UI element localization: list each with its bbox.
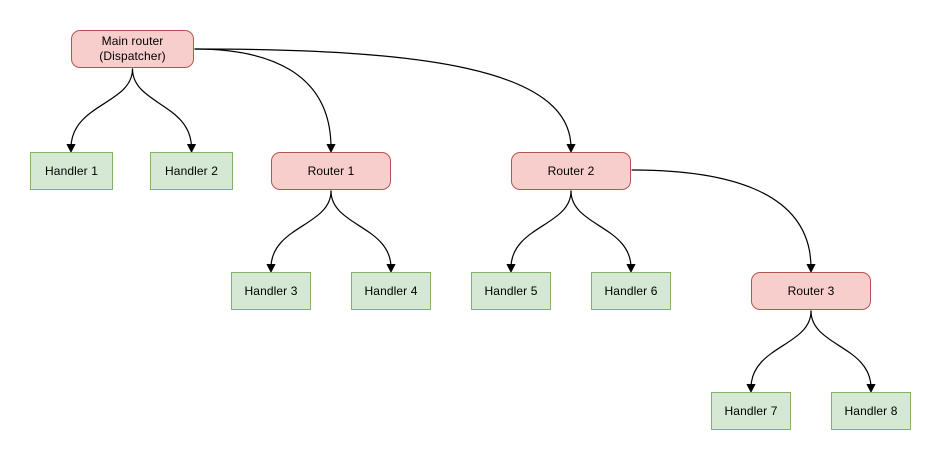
node-label-handler-2: Handler 2 (165, 163, 218, 178)
edge-router-2-to-handler-5 (511, 190, 572, 268)
node-label-handler-3: Handler 3 (244, 283, 298, 298)
node-label-handler-8: Handler 8 (844, 403, 898, 418)
node-handler-2[interactable]: Handler 2 (150, 152, 233, 190)
edge-router-2-to-router-3 (631, 169, 811, 268)
edge-main-router-to-router-1 (194, 48, 331, 148)
node-label-router-2: Router 2 (547, 163, 595, 178)
node-label-handler-6: Handler 6 (604, 283, 658, 298)
node-handler-7[interactable]: Handler 7 (711, 392, 791, 430)
edge-router-3-to-handler-8 (810, 310, 871, 388)
node-handler-4[interactable]: Handler 4 (351, 272, 431, 310)
node-label-handler-7: Handler 7 (724, 403, 778, 418)
edge-router-3-to-handler-7 (751, 310, 812, 388)
node-handler-3[interactable]: Handler 3 (231, 272, 311, 310)
node-label-main-router: Main router (Dispatcher) (99, 34, 166, 63)
edge-router-2-to-handler-6 (570, 190, 631, 268)
edge-main-router-to-router-2 (194, 48, 571, 148)
edges-group (71, 48, 871, 388)
node-main-router[interactable]: Main router (Dispatcher) (71, 30, 194, 68)
edge-main-router-to-handler-1 (71, 68, 134, 148)
node-router-3[interactable]: Router 3 (751, 272, 871, 310)
edge-main-router-to-handler-2 (131, 68, 192, 148)
node-label-handler-1: Handler 1 (45, 163, 98, 178)
node-label-handler-4: Handler 4 (364, 283, 418, 298)
edge-router-1-to-handler-4 (330, 190, 391, 268)
node-handler-6[interactable]: Handler 6 (591, 272, 671, 310)
edge-router-1-to-handler-3 (271, 190, 332, 268)
node-router-1[interactable]: Router 1 (271, 152, 391, 190)
node-handler-1[interactable]: Handler 1 (30, 152, 113, 190)
node-label-router-1: Router 1 (307, 163, 355, 178)
node-label-router-3: Router 3 (787, 283, 835, 298)
node-handler-8[interactable]: Handler 8 (831, 392, 911, 430)
node-handler-5[interactable]: Handler 5 (471, 272, 551, 310)
node-router-2[interactable]: Router 2 (511, 152, 631, 190)
node-label-handler-5: Handler 5 (484, 283, 538, 298)
